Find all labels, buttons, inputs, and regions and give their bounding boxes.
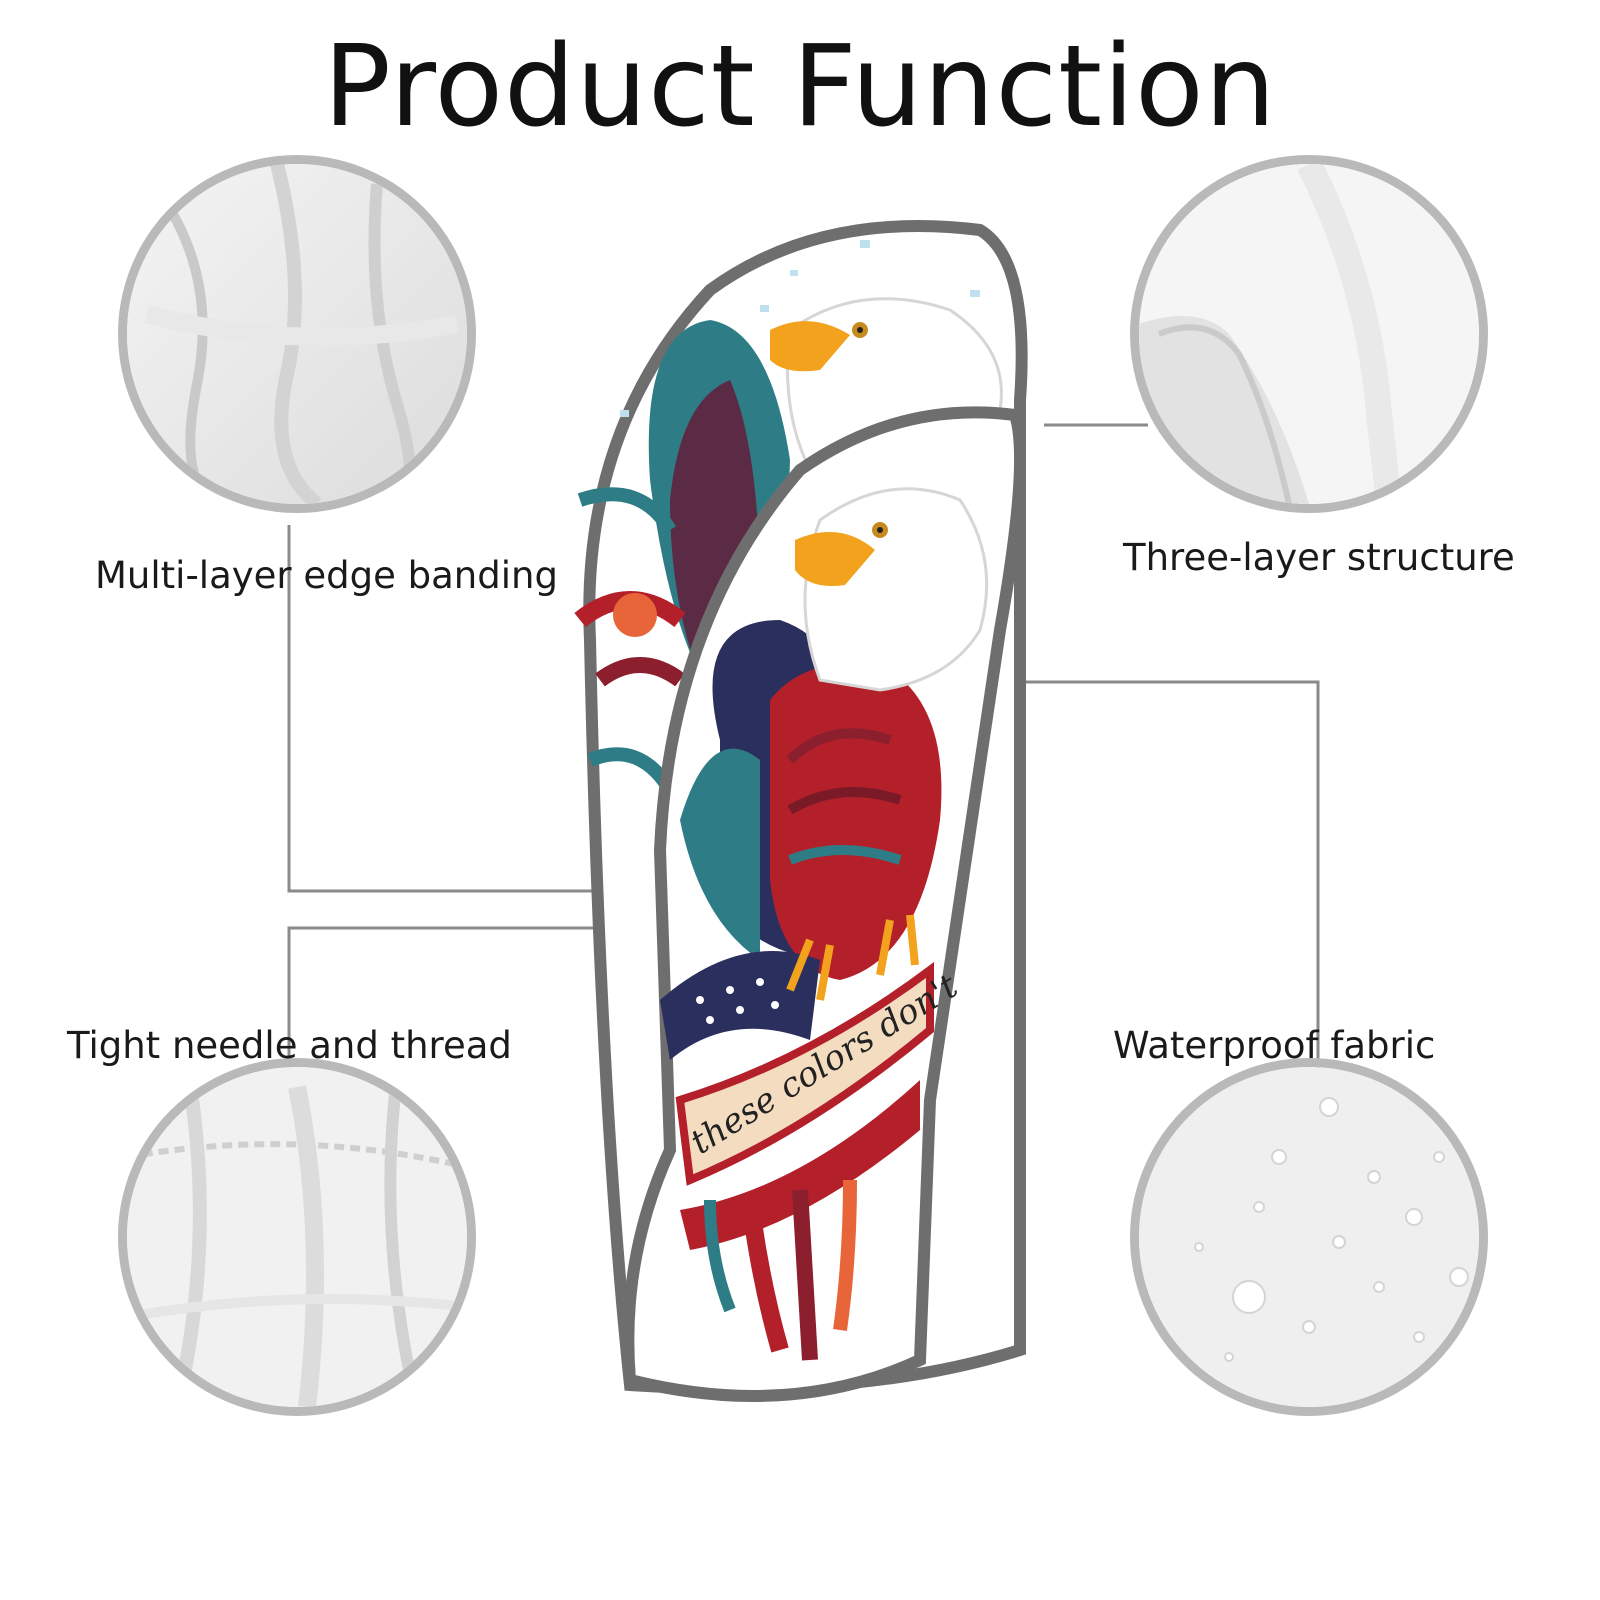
fabric-fold-icon [127, 164, 467, 504]
feature-label-three-layer: Three-layer structure [1123, 536, 1515, 579]
stitch-seam-icon [127, 1067, 467, 1407]
feature-label-waterproof: Waterproof fabric [1113, 1024, 1436, 1067]
detail-circle-three-layer [1130, 155, 1488, 513]
feature-label-edge-banding: Multi-layer edge banding [95, 554, 558, 597]
product-head-cover: these colors don't [574, 220, 1028, 1402]
detail-circle-edge-banding [118, 155, 476, 513]
layer-edge-icon [1139, 164, 1479, 504]
feature-label-stitching: Tight needle and thread [67, 1024, 512, 1067]
page-title: Product Function [323, 22, 1277, 152]
water-droplet-icon [1139, 1067, 1479, 1407]
detail-circle-stitching [118, 1058, 476, 1416]
detail-circle-waterproof [1130, 1058, 1488, 1416]
